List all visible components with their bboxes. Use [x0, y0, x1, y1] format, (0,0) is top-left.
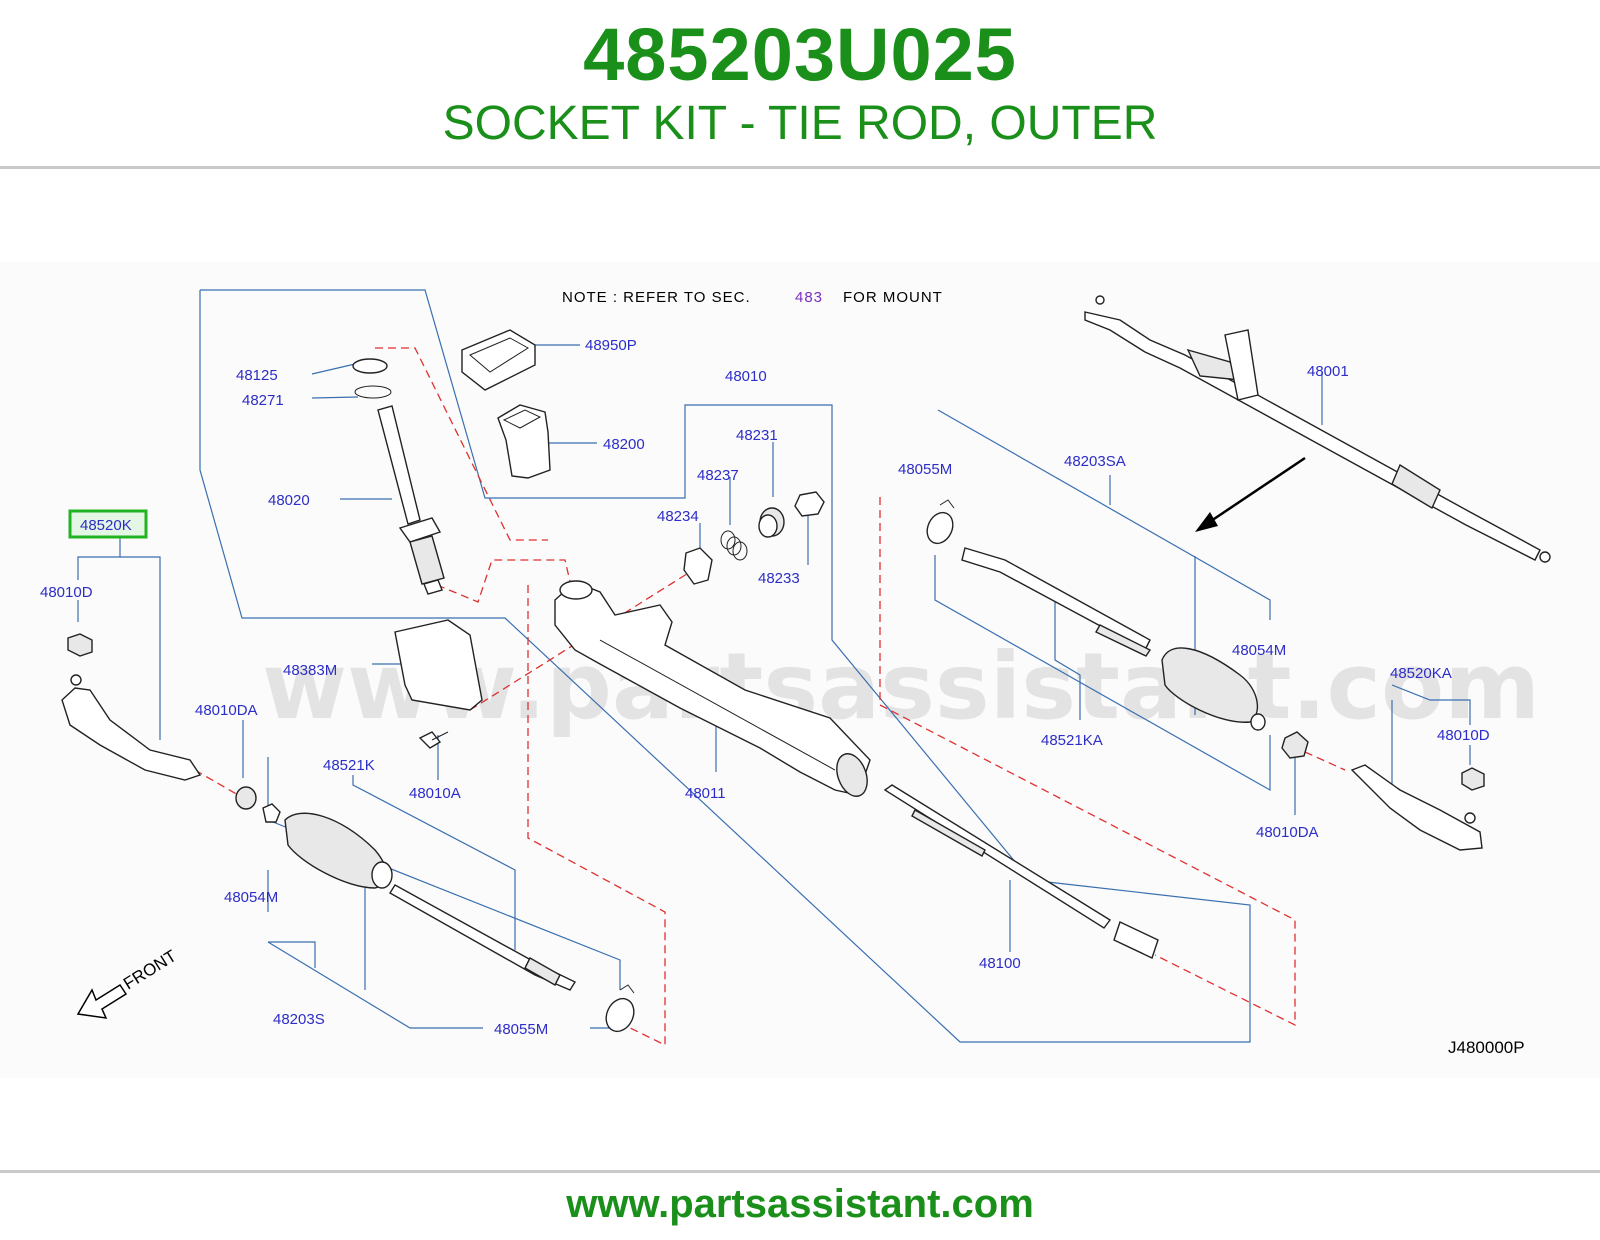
label-48054M-right[interactable]: 48054M — [1232, 642, 1286, 659]
diagram-canvas: www.partsassistant.com NOTE : REFER TO S… — [40, 289, 1551, 1057]
alignment-dashes — [194, 347, 1346, 1047]
part-48010A-bolt[interactable] — [418, 731, 449, 749]
leader-lines — [77, 289, 1471, 1043]
label-48231[interactable]: 48231 — [736, 427, 778, 444]
note-section-link[interactable]: 483 — [795, 289, 823, 306]
label-48521K[interactable]: 48521K — [323, 757, 375, 774]
part-48271-snap-ring[interactable] — [354, 385, 392, 399]
explode-direction-arrow — [1195, 456, 1306, 532]
label-48203S[interactable]: 48203S — [273, 1011, 325, 1028]
label-48950P[interactable]: 48950P — [585, 337, 637, 354]
label-48383M[interactable]: 48383M — [283, 662, 337, 679]
part-48521KA-inner-socket[interactable] — [961, 547, 1152, 657]
label-48055M-bottom[interactable]: 48055M — [494, 1021, 548, 1038]
exploded-parts-diagram: www.partsassistant.com NOTE : REFER TO S… — [0, 262, 1600, 1078]
part-48383M-bracket[interactable] — [394, 619, 483, 711]
header-divider — [0, 166, 1600, 169]
part-48237-spring[interactable] — [720, 530, 748, 561]
label-48011[interactable]: 48011 — [685, 785, 726, 802]
highlighted-part-box[interactable] — [68, 509, 148, 539]
label-48100[interactable]: 48100 — [979, 955, 1021, 972]
label-48020[interactable]: 48020 — [268, 492, 310, 509]
part-48521K-inner-socket-left[interactable] — [389, 884, 577, 991]
note-suffix: FOR MOUNT — [843, 289, 943, 306]
label-48010A[interactable]: 48010A — [409, 785, 461, 802]
part-48100-rack[interactable] — [883, 784, 1159, 959]
site-url-footer[interactable]: www.partsassistant.com — [566, 1182, 1034, 1226]
part-48950P-boot[interactable] — [461, 329, 536, 391]
label-48055M-top[interactable]: 48055M — [898, 461, 952, 478]
part-48520KA-tie-rod-end-right[interactable] — [1350, 764, 1483, 851]
label-48010DA-left[interactable]: 48010DA — [195, 702, 258, 719]
label-48520KA[interactable]: 48520KA — [1390, 665, 1452, 682]
label-48010DA-right[interactable]: 48010DA — [1256, 824, 1319, 841]
label-48271[interactable]: 48271 — [242, 392, 284, 409]
label-48054M-left[interactable]: 48054M — [224, 889, 278, 906]
part-48010D-nut-right[interactable] — [1461, 767, 1485, 791]
part-labels: 48520K 48125 48271 48020 48950P 48200 48… — [40, 337, 1525, 1057]
part-48055M-clamp-left[interactable] — [601, 984, 639, 1036]
note-prefix: NOTE : REFER TO SEC. — [562, 289, 751, 306]
footer-divider — [0, 1170, 1600, 1173]
part-48055M-clamp-right[interactable] — [922, 499, 957, 548]
part-48011-gear-housing[interactable] — [554, 580, 873, 800]
part-48010D-nut-left[interactable] — [67, 633, 93, 657]
part-48233-lock-nut[interactable] — [794, 491, 825, 517]
label-48010D-left[interactable]: 48010D — [40, 584, 93, 601]
part-48520K-tie-rod-end-left[interactable] — [61, 674, 202, 781]
diagram-code: J480000P — [1448, 1038, 1525, 1057]
part-name-subtitle: SOCKET KIT - TIE ROD, OUTER — [442, 97, 1158, 150]
label-48010[interactable]: 48010 — [725, 368, 767, 385]
label-48520K[interactable]: 48520K — [80, 517, 132, 534]
label-48010D-right[interactable]: 48010D — [1437, 727, 1490, 744]
part-48010DA-nut-left[interactable] — [235, 786, 257, 810]
label-48125[interactable]: 48125 — [236, 367, 278, 384]
label-48001[interactable]: 48001 — [1307, 363, 1349, 380]
label-48233[interactable]: 48233 — [758, 570, 800, 587]
part-48125-seal[interactable] — [352, 358, 388, 374]
part-48010DA-nut-right[interactable] — [1281, 731, 1309, 759]
part-number-title: 485203U025 — [583, 13, 1017, 96]
part-48231-adjust-plug[interactable] — [758, 507, 785, 538]
front-direction-indicator: FRONT — [76, 946, 180, 1019]
part-48020-pinion[interactable] — [377, 405, 445, 595]
part-48054M-clamp-left[interactable] — [262, 803, 281, 823]
part-48200-boot[interactable] — [497, 404, 551, 479]
label-48521KA[interactable]: 48521KA — [1041, 732, 1103, 749]
part-48203S-boot-left[interactable] — [284, 812, 393, 889]
label-48237[interactable]: 48237 — [697, 467, 739, 484]
front-label: FRONT — [120, 946, 180, 993]
label-48200[interactable]: 48200 — [603, 436, 645, 453]
part-48001-steering-gear-assembly[interactable] — [1084, 295, 1551, 563]
part-48234-retainer[interactable] — [683, 547, 713, 585]
label-48234[interactable]: 48234 — [657, 508, 699, 525]
part-48054M-boot-right[interactable] — [1161, 647, 1266, 731]
label-48203SA[interactable]: 48203SA — [1064, 453, 1126, 470]
